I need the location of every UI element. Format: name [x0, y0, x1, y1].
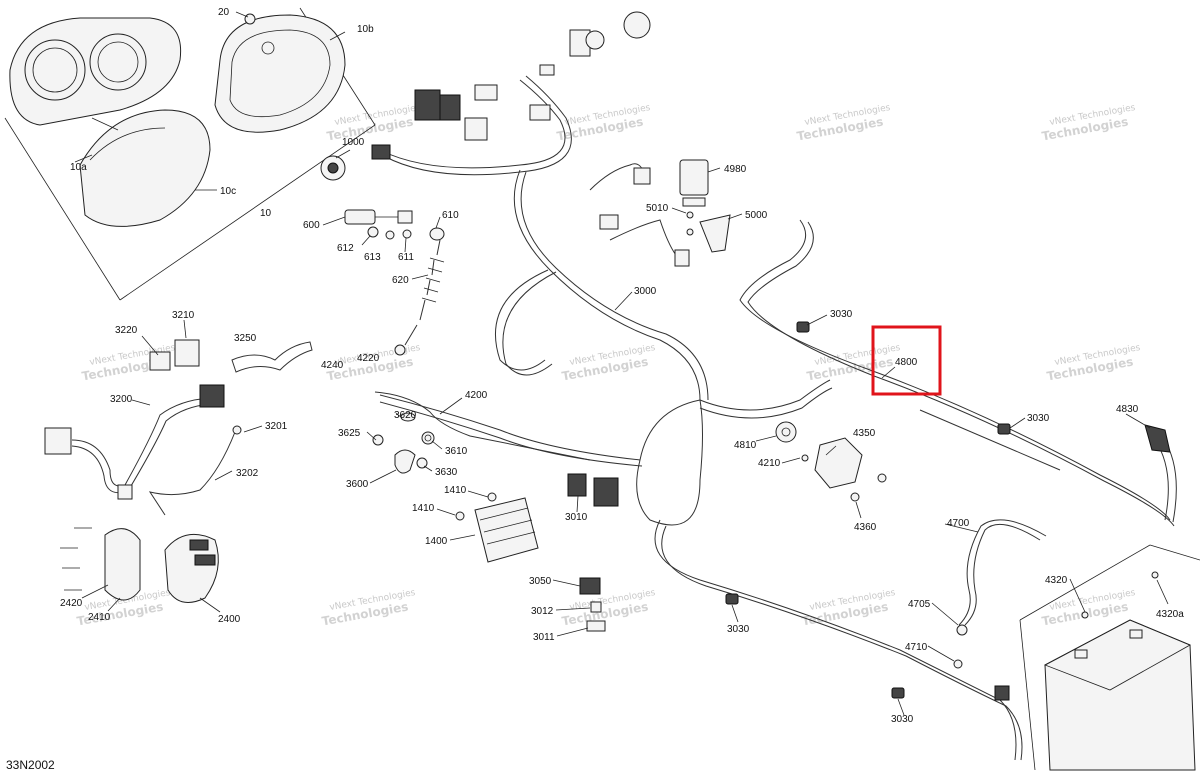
- cable-4200: [374, 391, 591, 461]
- callout-4980: 4980: [724, 164, 747, 175]
- callout-2400: 2400: [218, 614, 241, 625]
- callout-2410: 2410: [88, 612, 111, 623]
- callout-4710: 4710: [905, 642, 928, 653]
- callout-3630: 3630: [435, 467, 458, 478]
- callout-4800: 4800: [895, 357, 918, 368]
- callout-620: 620: [392, 275, 409, 286]
- callout-4360: 4360: [854, 522, 877, 533]
- callout-20: 20: [218, 7, 230, 18]
- relay-4980: [679, 159, 709, 207]
- highlight-box-4800: [871, 325, 942, 396]
- callout-3030: 3030: [727, 624, 750, 635]
- callout-4810: 4810: [734, 440, 757, 451]
- callout-611: 611: [398, 252, 414, 263]
- sensor-assembly-3600: [372, 412, 435, 474]
- rear-harness-4800: [739, 219, 1177, 527]
- callout-3201: 3201: [265, 421, 288, 432]
- connector-3010: [567, 473, 619, 507]
- callout-4240: 4240: [321, 360, 344, 371]
- callout-3250: 3250: [234, 333, 257, 344]
- gauge-cluster-assembly: [4, 7, 376, 301]
- callout-3011: 3011: [533, 632, 555, 643]
- callout-4220: 4220: [357, 353, 380, 364]
- solenoid-assembly: [775, 421, 887, 502]
- callout-4210: 4210: [758, 458, 781, 469]
- callout-2420: 2420: [60, 598, 83, 609]
- ecm-1400: [455, 492, 539, 563]
- callout-3030: 3030: [891, 714, 914, 725]
- callout-4200: 4200: [465, 390, 488, 401]
- gauge-lens: [79, 109, 211, 227]
- clip-3030: [725, 593, 739, 605]
- callout-3012: 3012: [531, 606, 554, 617]
- sub-harness-3200: [44, 384, 225, 500]
- callout-4350: 4350: [853, 428, 876, 439]
- callout-3600: 3600: [346, 479, 369, 490]
- battery-4320: [1019, 544, 1200, 771]
- callout-10: 10: [260, 208, 272, 219]
- diagram-code: 33N2002: [6, 758, 55, 772]
- handlebar-switch-assembly: [60, 527, 219, 603]
- callout-3220: 3220: [115, 325, 138, 336]
- callout-1400: 1400: [425, 536, 448, 547]
- callout-3620: 3620: [394, 410, 417, 421]
- callout-1410: 1410: [444, 485, 467, 496]
- callout-10a: 10a: [70, 162, 87, 173]
- leader-lines: [74, 11, 1169, 716]
- callout-4705: 4705: [908, 599, 931, 610]
- callout-3625: 3625: [338, 428, 361, 439]
- callout-610: 610: [442, 210, 459, 221]
- spring-cable-620: [394, 239, 445, 356]
- plug-assembly-600: [344, 209, 445, 241]
- hose-3250: [231, 341, 313, 373]
- callout-10b: 10b: [357, 24, 374, 35]
- connector-4830: [1144, 424, 1171, 453]
- callout-3200: 3200: [110, 394, 133, 405]
- clip-3030: [796, 321, 810, 333]
- callout-3210: 3210: [172, 310, 195, 321]
- callout-3030: 3030: [1027, 413, 1050, 424]
- callout-5000: 5000: [745, 210, 768, 221]
- callout-5010: 5010: [646, 203, 669, 214]
- callout-3610: 3610: [445, 446, 468, 457]
- callout-613: 613: [364, 252, 381, 263]
- clip-3030: [997, 423, 1011, 435]
- bracket-5000: [686, 211, 731, 253]
- callout-10c: 10c: [220, 186, 236, 197]
- ignition-switch: [320, 155, 346, 181]
- callout-4320a: 4320a: [1156, 609, 1184, 620]
- callout-612: 612: [337, 243, 354, 254]
- callout-600: 600: [303, 220, 320, 231]
- callout-1000: 1000: [342, 137, 365, 148]
- cable-3202: [148, 431, 236, 516]
- callout-4700: 4700: [947, 518, 970, 529]
- callout-3000: 3000: [634, 286, 657, 297]
- callout-3050: 3050: [529, 576, 552, 587]
- connector-cluster-top: [371, 11, 690, 267]
- callout-3010: 3010: [565, 512, 588, 523]
- clip-3030: [891, 687, 905, 699]
- callout-3202: 3202: [236, 468, 259, 479]
- main-wiring-harness: [379, 75, 1023, 761]
- callout-labels: 20 10b 10a 10c 10 1000 600 610 612 613 6…: [60, 7, 1184, 725]
- fuse-blocks: [149, 339, 200, 371]
- callout-4830: 4830: [1116, 404, 1139, 415]
- battery-cable-4700: [964, 523, 1041, 626]
- callout-3030: 3030: [830, 309, 853, 320]
- callout-4320: 4320: [1045, 575, 1068, 586]
- callout-1410: 1410: [412, 503, 435, 514]
